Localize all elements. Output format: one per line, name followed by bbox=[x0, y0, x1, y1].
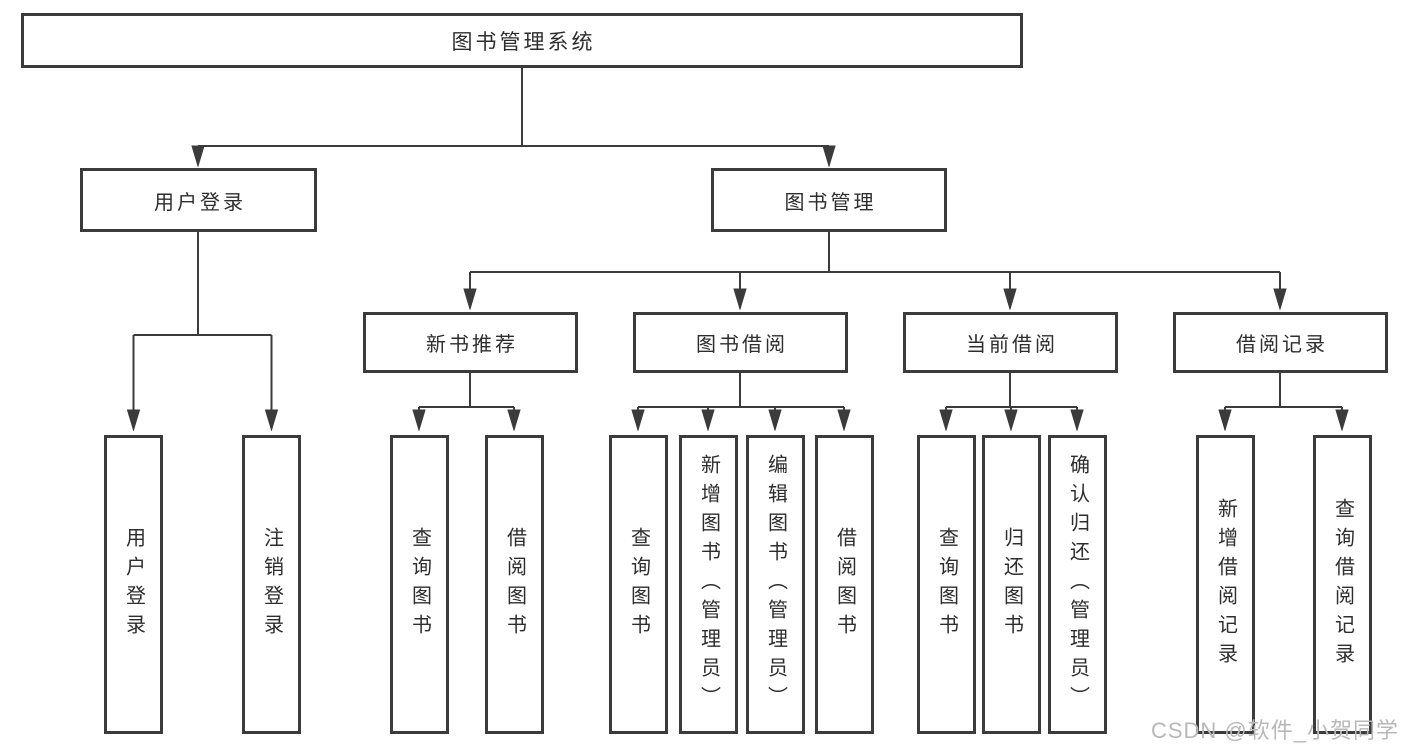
leaf-user-login: 用户登录 bbox=[104, 435, 163, 734]
node-label: 归还图书 bbox=[1000, 526, 1023, 643]
node-label: 新增借阅记录 bbox=[1214, 497, 1237, 672]
leaf-add-book-admin: 新增图书（管理员） bbox=[679, 435, 738, 734]
node-label: 注销登录 bbox=[260, 526, 283, 643]
leaf-return-book: 归还图书 bbox=[982, 435, 1041, 734]
node-label: 图书管理 bbox=[784, 191, 877, 214]
node-label: 新增图书（管理员） bbox=[697, 454, 720, 715]
node-label: 用户登录 bbox=[122, 526, 145, 643]
node-book-management: 图书管理 bbox=[711, 168, 947, 232]
node-label: 图书借阅 bbox=[696, 334, 788, 356]
leaf-logout-login: 注销登录 bbox=[242, 435, 301, 734]
node-current-borrowing: 当前借阅 bbox=[903, 312, 1118, 373]
leaf-query-borrow-record: 查询借阅记录 bbox=[1313, 435, 1372, 734]
leaf-query-books-borrow: 查询图书 bbox=[609, 435, 668, 734]
leaf-query-books-recommend: 查询图书 bbox=[390, 435, 449, 734]
node-label: 当前借阅 bbox=[966, 334, 1058, 356]
leaf-add-borrow-record: 新增借阅记录 bbox=[1196, 435, 1255, 734]
node-label: 查询图书 bbox=[408, 526, 431, 643]
node-label: 图书管理系统 bbox=[451, 30, 596, 54]
node-label: 编辑图书（管理员） bbox=[764, 454, 787, 715]
node-label: 确认归还（管理员） bbox=[1066, 454, 1089, 715]
leaf-query-books-current: 查询图书 bbox=[917, 435, 976, 734]
node-label: 查询图书 bbox=[627, 526, 650, 643]
csdn-watermark: CSDN @软件_小贺同学 bbox=[1150, 718, 1399, 743]
leaf-borrow-books: 借阅图书 bbox=[815, 435, 874, 734]
leaf-confirm-return-admin: 确认归还（管理员） bbox=[1048, 435, 1107, 734]
leaf-borrow-books-recommend: 借阅图书 bbox=[485, 435, 544, 734]
node-new-book-recommend: 新书推荐 bbox=[363, 312, 578, 373]
node-label: 借阅记录 bbox=[1236, 334, 1328, 356]
node-label: 借阅图书 bbox=[833, 526, 856, 643]
node-label: 新书推荐 bbox=[426, 334, 518, 356]
node-user-login: 用户登录 bbox=[80, 168, 317, 232]
node-label: 借阅图书 bbox=[503, 526, 526, 643]
node-label: 查询图书 bbox=[935, 526, 958, 643]
node-label: 查询借阅记录 bbox=[1331, 497, 1354, 672]
node-borrowing-records: 借阅记录 bbox=[1173, 312, 1388, 373]
node-book-borrowing: 图书借阅 bbox=[633, 312, 848, 373]
leaf-edit-book-admin: 编辑图书（管理员） bbox=[746, 435, 805, 734]
node-label: 用户登录 bbox=[154, 191, 246, 214]
node-library-management-system: 图书管理系统 bbox=[21, 13, 1023, 68]
